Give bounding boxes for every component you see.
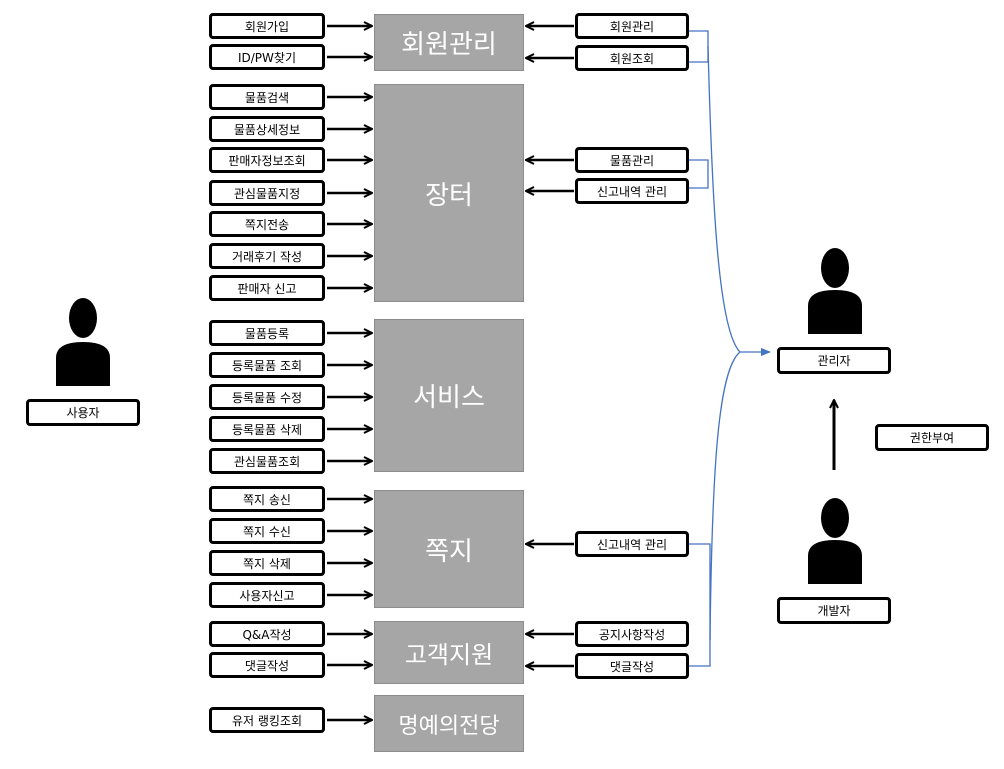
user-function-item-detail: 물품상세정보 [209,116,325,142]
user-function-report-seller: 판매자 신고 [209,275,325,301]
user-function-note-delete: 쪽지 삭제 [209,550,325,576]
module-hall: 명예의전당 [374,695,524,752]
module-member: 회원관리 [374,14,524,71]
user-function-ranking: 유저 랭킹조회 [209,707,325,733]
admin-connectors [688,30,771,667]
user-function-wishlist: 관심물품지정 [209,180,325,206]
curve-top [707,45,741,353]
user-function-item-register: 물품등록 [209,320,325,346]
developer-person-icon [808,498,862,584]
admin-function-comment: 댓글작성 [575,653,689,679]
admin-function-member-view: 회원조회 [575,45,689,71]
user-function-note-receive: 쪽지 수신 [209,518,325,544]
user-function-qna: Q&A작성 [209,621,325,647]
user-function-item-view: 등록물품 조회 [209,352,325,378]
module-service: 서비스 [374,319,524,472]
admin-function-report-manage-note: 신고내역 관리 [575,531,689,557]
curve-bottom [709,351,741,641]
bracket-support [688,543,711,667]
user-function-signup: 회원가입 [209,13,325,39]
actor-developer-label: 개발자 [777,597,891,624]
bracket-market [688,159,709,189]
user-function-send-note: 쪽지전송 [209,211,325,237]
user-function-item-edit: 등록물품 수정 [209,384,325,410]
user-arrows [327,26,372,720]
module-market: 장터 [374,84,524,302]
user-function-review: 거래후기 작성 [209,243,325,269]
admin-function-report-manage: 신고내역 관리 [575,178,689,204]
user-function-wishlist-view: 관심물품조회 [209,448,325,474]
admin-function-notice: 공지사항작성 [575,621,689,647]
module-message: 쪽지 [374,490,524,608]
user-function-note-send: 쪽지 송신 [209,486,325,512]
admin-function-item-manage: 물품관리 [575,147,689,173]
user-function-item-search: 물품검색 [209,84,325,110]
bracket-member [688,30,709,63]
user-person-icon [56,298,110,386]
module-support: 고객지원 [374,621,524,684]
admin-arrows [526,26,574,666]
user-function-item-delete: 등록물품 삭제 [209,416,325,442]
user-function-comment: 댓글작성 [209,652,325,678]
user-function-seller-info: 판매자정보조회 [209,147,325,173]
admin-person-icon [808,248,862,334]
actor-user-label: 사용자 [26,399,140,426]
permission-label: 권한부여 [875,424,989,451]
actor-admin-label: 관리자 [777,347,891,374]
user-function-report-user: 사용자신고 [209,582,325,608]
admin-function-member-manage: 회원관리 [575,13,689,39]
user-function-find-id-pw: ID/PW찾기 [209,44,325,70]
